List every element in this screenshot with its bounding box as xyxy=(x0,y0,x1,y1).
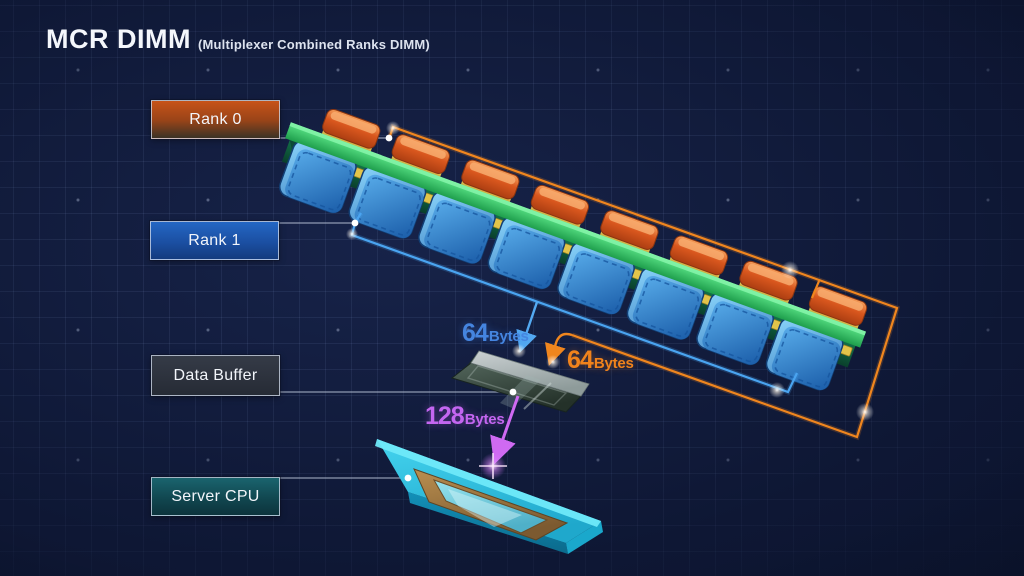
rank0-dot xyxy=(385,134,393,142)
data-buffer-label: Data Buffer xyxy=(151,355,280,396)
server-cpu-dot xyxy=(404,474,412,482)
buffer-to-cpu-bytes: 128 Bytes xyxy=(425,402,505,430)
title-block: MCR DIMM (Multiplexer Combined Ranks DIM… xyxy=(46,26,430,53)
rank1-to-buffer-bytes: 64 Bytes xyxy=(462,319,529,347)
data-buffer-label-text: Data Buffer xyxy=(173,366,258,384)
rank0-bytes-value: 64 xyxy=(567,346,594,374)
rank0-to-buffer-bytes: 64 Bytes xyxy=(567,346,634,374)
page-title: MCR DIMM xyxy=(46,24,191,54)
rank0-label-text: Rank 0 xyxy=(189,110,242,128)
rank1-dot xyxy=(351,219,359,227)
rank1-bytes-value: 64 xyxy=(462,319,489,347)
rank0-bytes-unit: Bytes xyxy=(593,354,634,372)
cpu-bytes-value: 128 xyxy=(425,402,465,430)
rank1-label-text: Rank 1 xyxy=(188,231,241,249)
rank1-bytes-unit: Bytes xyxy=(488,327,529,345)
data-buffer-dot xyxy=(509,388,517,396)
page-subtitle: (Multiplexer Combined Ranks DIMM) xyxy=(197,37,430,52)
server-cpu-label: Server CPU xyxy=(151,477,280,516)
server-cpu-label-text: Server CPU xyxy=(171,487,260,505)
rank0-label: Rank 0 xyxy=(151,100,280,139)
rank1-label: Rank 1 xyxy=(150,221,279,260)
cpu-bytes-unit: Bytes xyxy=(464,410,505,428)
